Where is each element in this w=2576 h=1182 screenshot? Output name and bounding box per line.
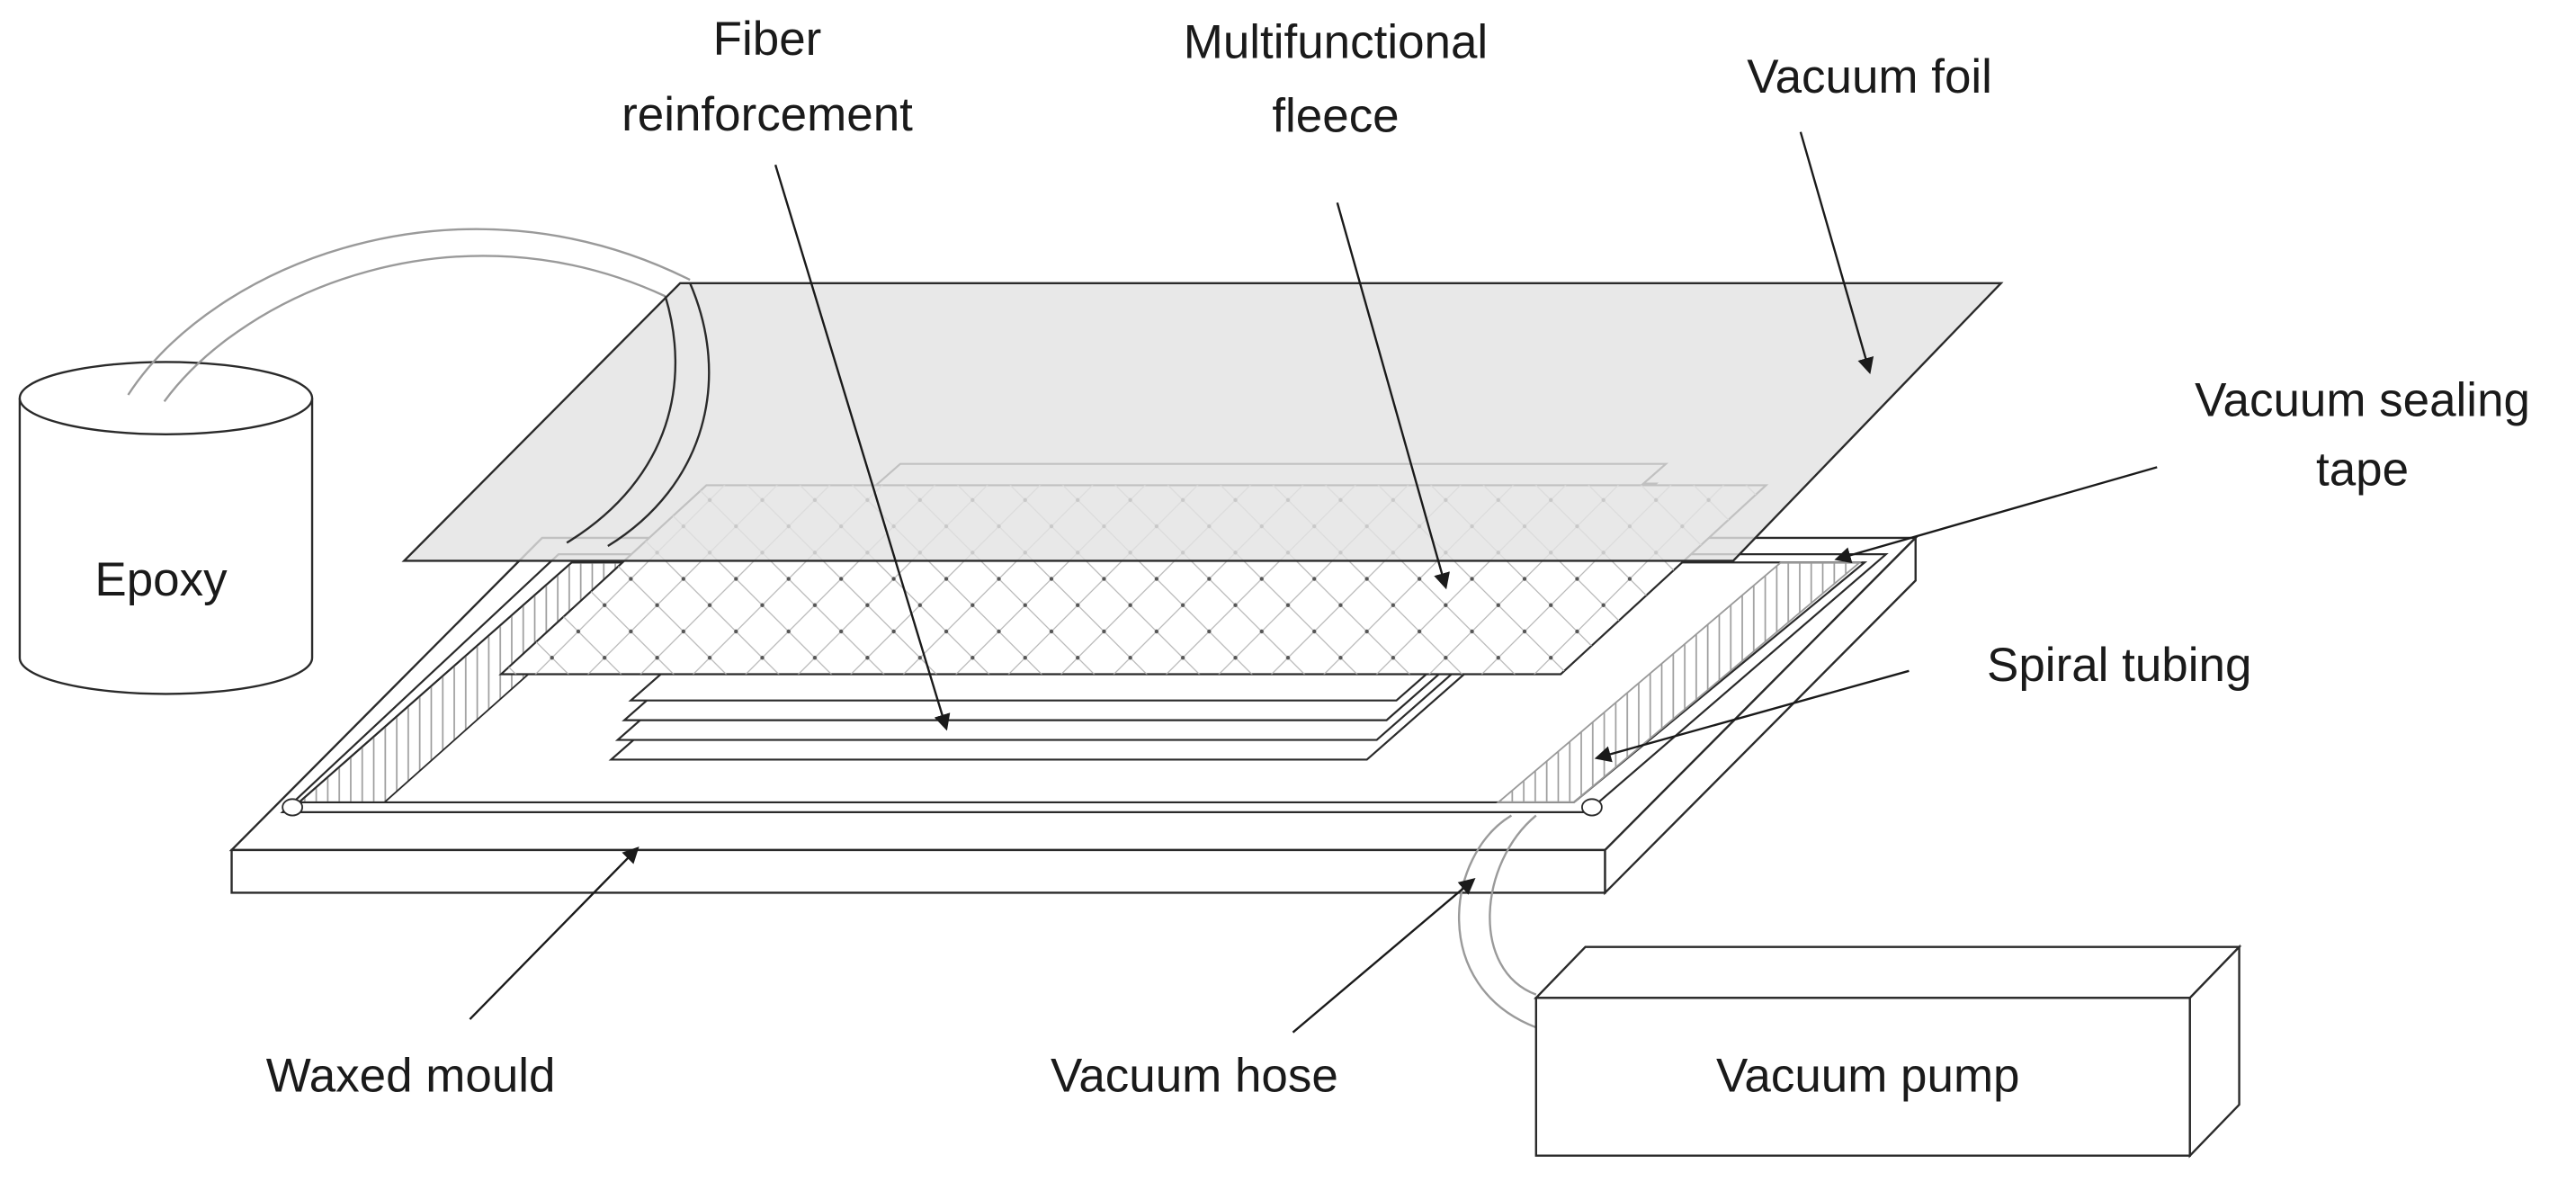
arrow-vacuum-foil bbox=[1799, 131, 1874, 375]
label-fleece-line1: Multifunctional bbox=[1184, 16, 1488, 69]
spiral-tubing-right bbox=[1496, 561, 1863, 817]
label-fleece-line2: fleece bbox=[1272, 90, 1399, 143]
arrow-vacuum-hose bbox=[1292, 878, 1476, 1034]
epoxy-container-body bbox=[18, 398, 314, 695]
label-epoxy: Epoxy bbox=[94, 553, 228, 606]
epoxy-container bbox=[18, 361, 314, 695]
epoxy-inlet-hose bbox=[127, 228, 691, 402]
vacuum-outlet-hose bbox=[1458, 814, 1537, 1029]
vacuum-pump-top bbox=[1534, 945, 2242, 999]
label-vacuum-pump: Vacuum pump bbox=[1716, 1049, 2020, 1102]
arrow-fiber-reinforcement bbox=[774, 164, 951, 731]
arrow-waxed-mould bbox=[469, 846, 640, 1020]
leader-arrows bbox=[469, 131, 2158, 1034]
label-spiral-tubing: Spiral tubing bbox=[1987, 639, 2251, 692]
mould-front-face bbox=[230, 848, 1606, 894]
label-fiber-line1: Fiber bbox=[713, 13, 822, 66]
label-waxed-mould: Waxed mould bbox=[266, 1049, 556, 1102]
vacuum-pump-side bbox=[2188, 944, 2241, 1159]
mould-side-face bbox=[1604, 535, 1917, 896]
arrow-vacuum-sealing-tape bbox=[1834, 466, 2158, 564]
label-sealing-tape-line2: tape bbox=[2316, 443, 2409, 496]
label-vacuum-foil: Vacuum foil bbox=[1747, 50, 1992, 103]
arrow-spiral-tubing bbox=[1594, 669, 1910, 763]
label-fiber-line2: reinforcement bbox=[622, 88, 913, 141]
label-sealing-tape-line1: Vacuum sealing bbox=[2195, 374, 2530, 427]
vacuum-pump bbox=[1534, 944, 2242, 1159]
vacuum-foil bbox=[401, 282, 2004, 562]
arrow-multifunctional-fleece bbox=[1336, 201, 1450, 590]
label-vacuum-hose: Vacuum hose bbox=[1051, 1049, 1338, 1102]
inlet-hose-over-foil bbox=[566, 282, 711, 548]
